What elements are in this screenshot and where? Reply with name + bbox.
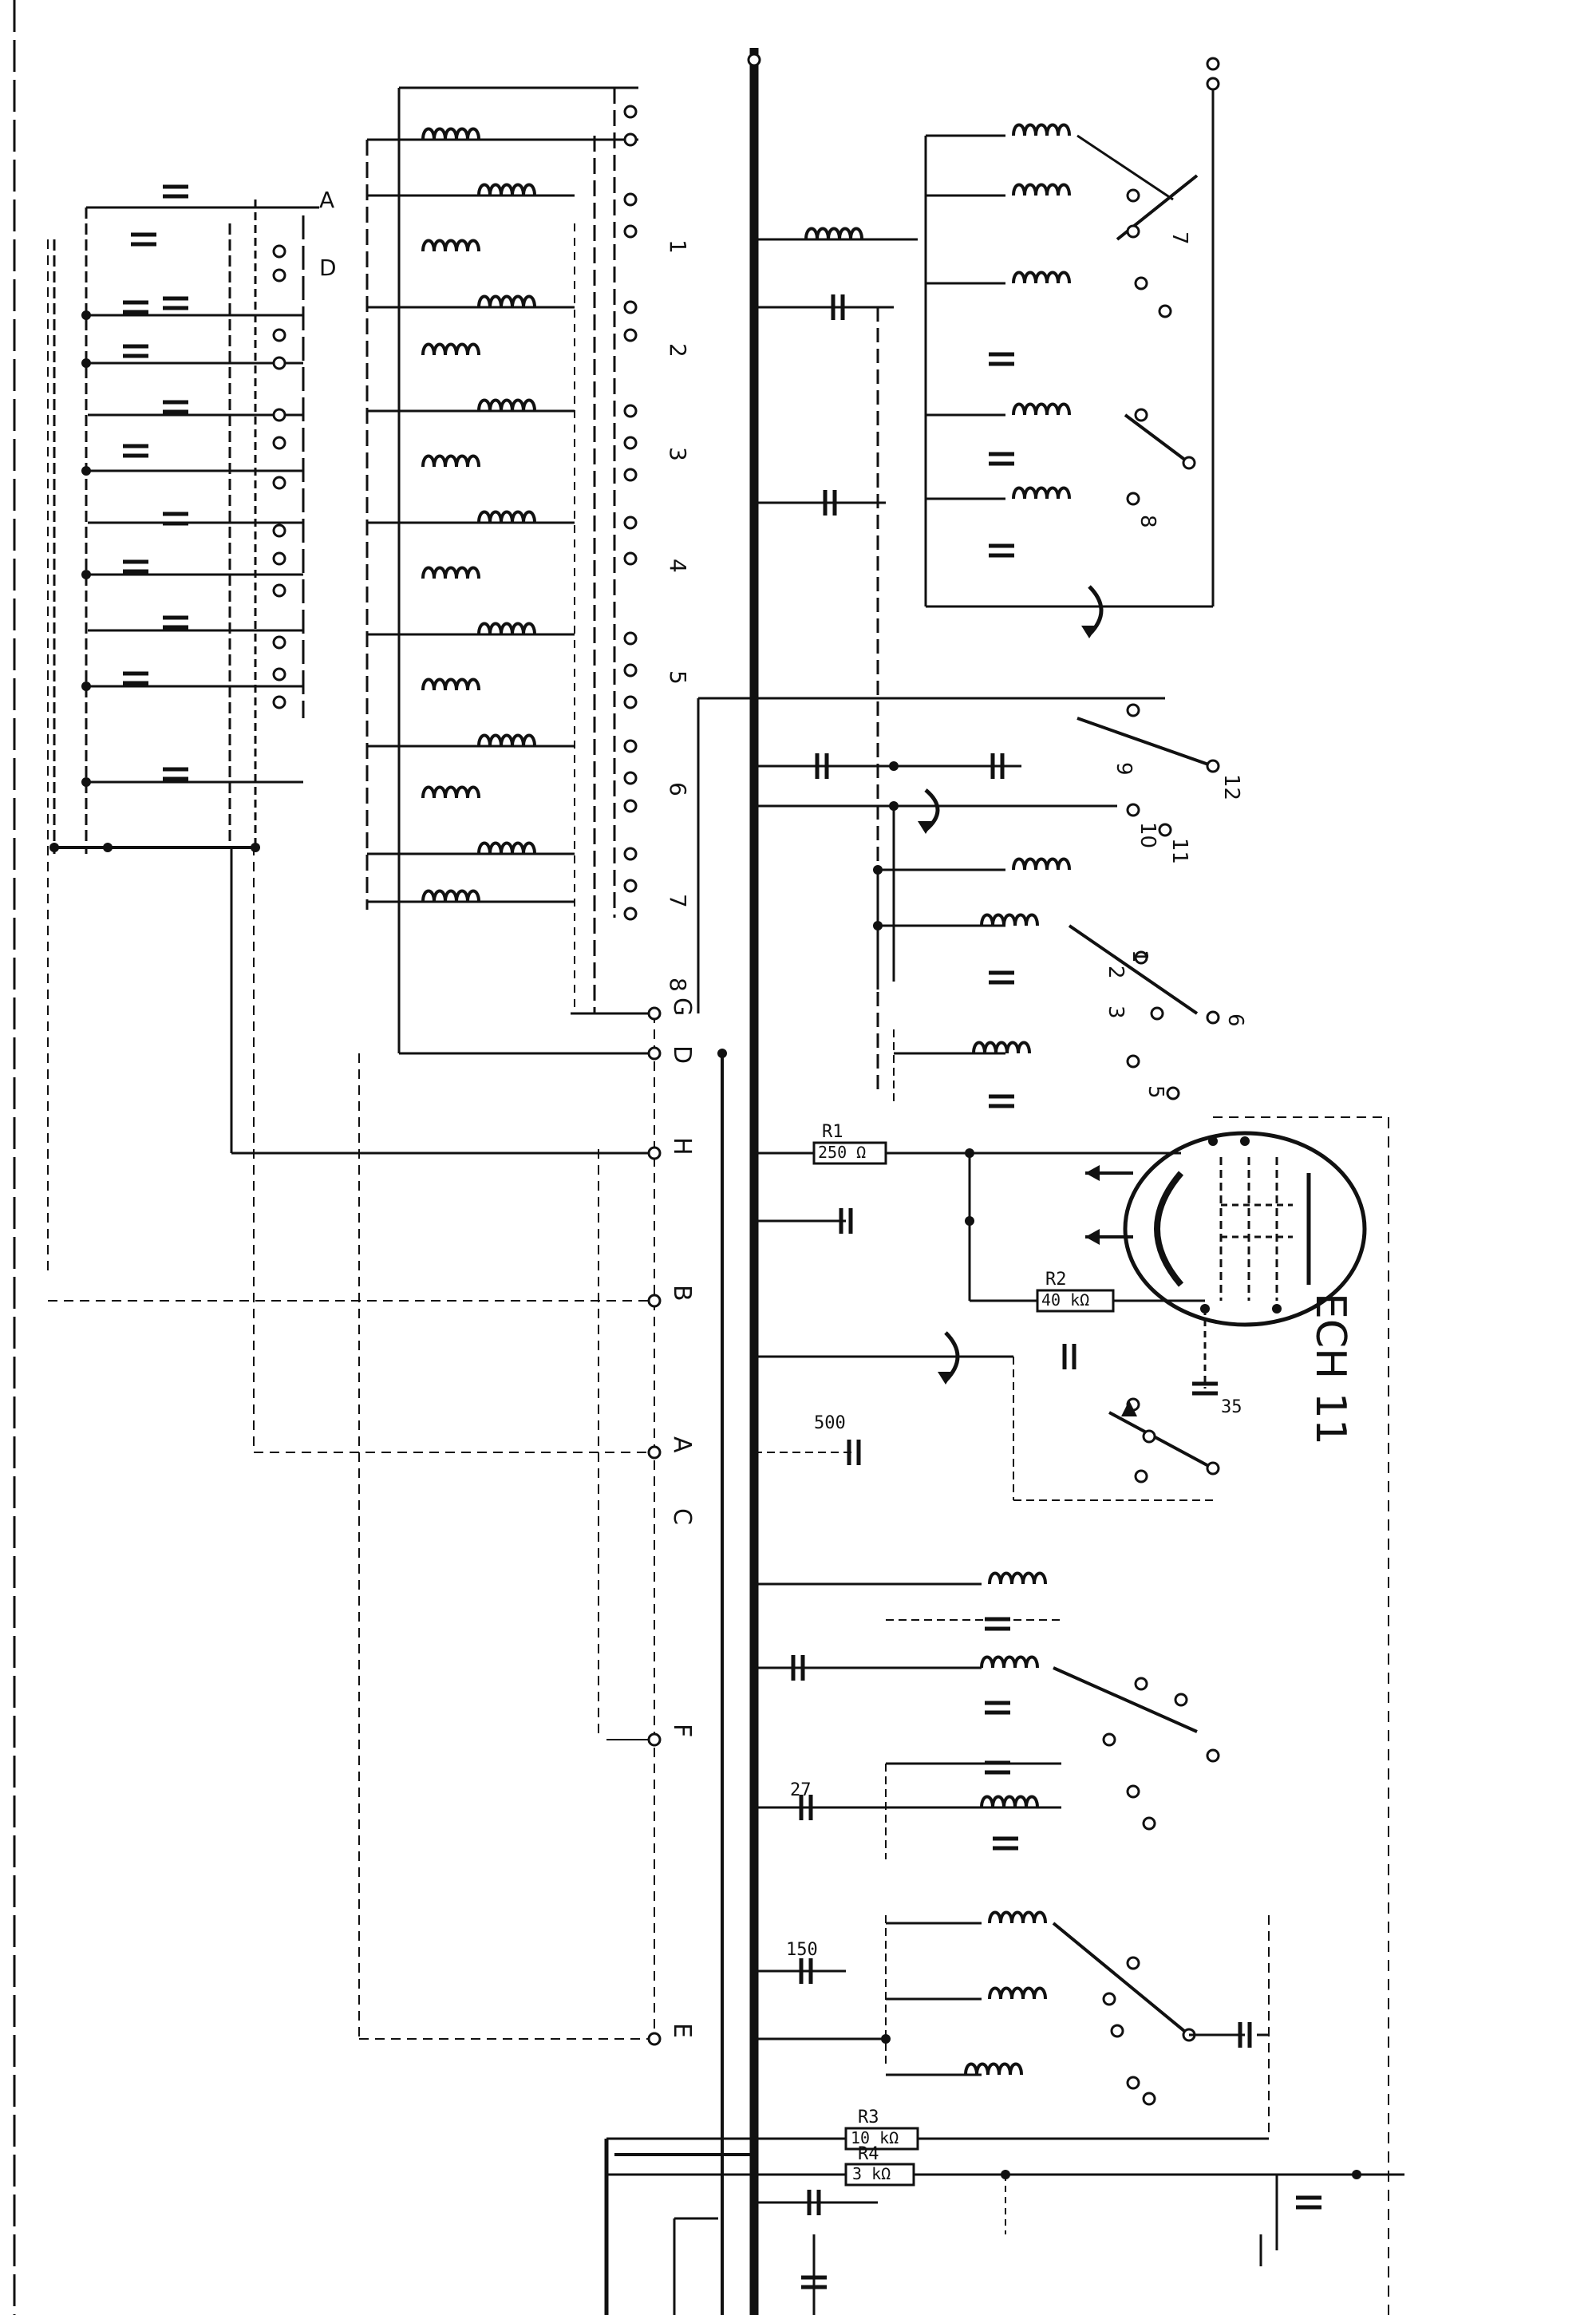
- switch-number-8: 8: [1136, 515, 1159, 528]
- resistor-r4-value: 3 kΩ: [852, 2164, 891, 2183]
- capacitor-value-500: 500: [814, 1413, 846, 1433]
- band-number-6: 6: [665, 782, 691, 796]
- resistor-r3-label: R3: [858, 2108, 879, 2127]
- terminal-column: [358, 1006, 727, 2315]
- coil-bank: [365, 86, 654, 1055]
- capacitor-value-27: 27: [790, 1780, 812, 1800]
- terminal-label-D: D: [668, 1045, 696, 1064]
- terminal-label-C: C: [668, 1508, 696, 1525]
- terminal-label-F: F: [668, 1724, 696, 1737]
- band-number-8: 8: [665, 978, 691, 992]
- top-bus-terminal: [747, 53, 761, 67]
- top-contact-label-D: D: [319, 255, 337, 281]
- capacitor-value-150: 150: [786, 1940, 818, 1960]
- tube-input-network: [754, 1141, 1220, 1501]
- switch-number-9: 9: [1112, 762, 1136, 776]
- tube-ech11: [1085, 1116, 1389, 2315]
- switch-number-3: 3: [1104, 1005, 1128, 1019]
- terminal-label-G: G: [668, 998, 696, 1016]
- switch-number-2: 2: [1104, 966, 1128, 979]
- capacitor-bank-left: [47, 187, 654, 1453]
- resistor-r1-value: 250 Ω: [818, 1143, 866, 1162]
- resistor-r3-value: 10 kΩ: [851, 2128, 899, 2147]
- resistor-r1-label: R1: [822, 1122, 843, 1142]
- terminal-label-A: A: [668, 1436, 696, 1453]
- switch-number-10: 10: [1136, 822, 1159, 848]
- terminal-label-B: B: [668, 1285, 696, 1302]
- band-number-3: 3: [665, 447, 691, 461]
- resistor-r4-label: R4: [858, 2144, 879, 2164]
- band-number-1: 1: [665, 239, 691, 254]
- upper-switch-section: [754, 77, 1220, 1093]
- band-number-4: 4: [665, 559, 691, 573]
- bottom-resistor-network: [606, 2127, 1404, 2315]
- switch-number-7: 7: [1167, 231, 1191, 245]
- switch-number-1: 1: [1128, 950, 1152, 963]
- top-contact-label-A: A: [319, 187, 334, 213]
- middle-switch-section: [697, 697, 1220, 1106]
- resistor-r1: [812, 1141, 887, 1165]
- band-number-7: 7: [665, 894, 691, 908]
- band-number-2: 2: [665, 343, 691, 358]
- resistor-r2-label: R2: [1045, 1270, 1067, 1290]
- band-number-5: 5: [665, 670, 691, 685]
- resistor-r2-value: 40 kΩ: [1041, 1290, 1089, 1310]
- lower-switch-section: [754, 1571, 1270, 2139]
- switch-number-6: 6: [1223, 1013, 1247, 1027]
- top-right-terminal: [1206, 57, 1220, 71]
- switch-number-12: 12: [1219, 774, 1243, 800]
- capacitor-value-35: 35: [1221, 1397, 1242, 1417]
- switch-number-11: 11: [1167, 838, 1191, 864]
- switch-number-5: 5: [1144, 1085, 1167, 1099]
- terminal-label-H: H: [668, 1137, 696, 1156]
- tube-label: ECH 11: [1306, 1293, 1354, 1445]
- terminal-label-E: E: [668, 2023, 696, 2038]
